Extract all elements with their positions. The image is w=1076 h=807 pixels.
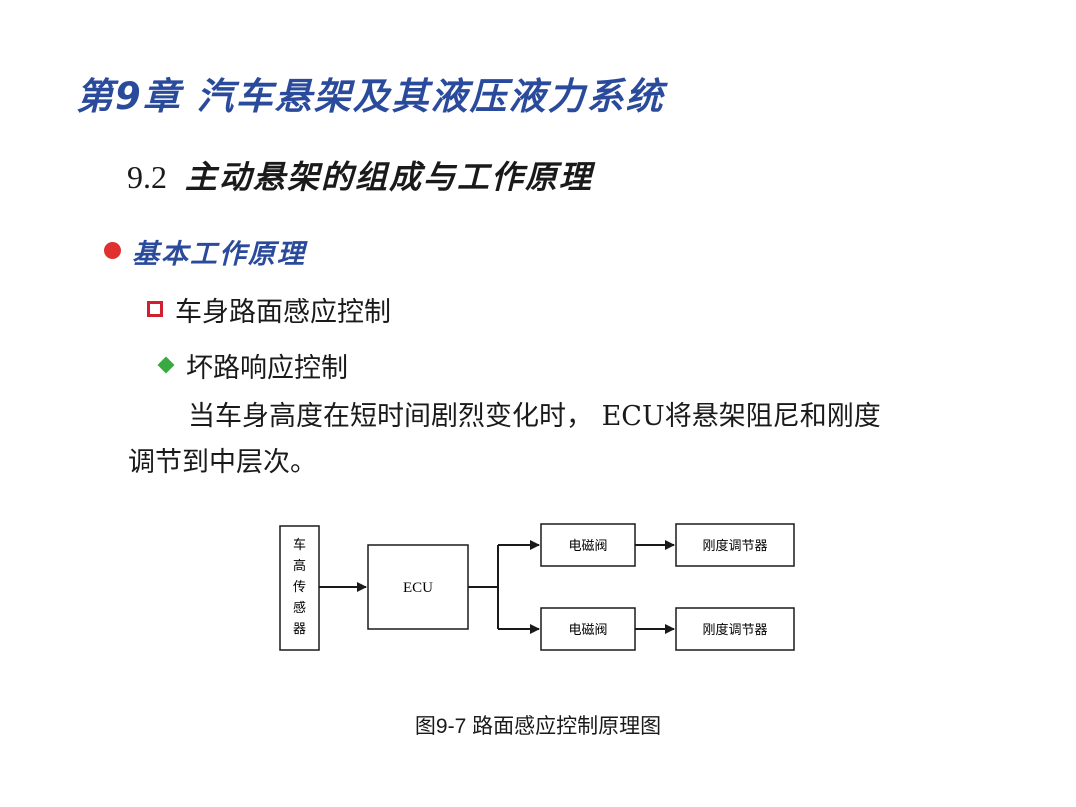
green-diamond-icon — [157, 356, 175, 374]
adjuster-box-top — [675, 523, 795, 567]
ecu-label: ECU — [403, 580, 433, 596]
sensor-char: 感 — [293, 600, 306, 616]
valve-box-top — [540, 523, 636, 567]
ecu-box — [367, 544, 469, 630]
paragraph-line-1: 当车身高度在短时间剧烈变化时， ECU将悬架阻尼和刚度 — [188, 401, 881, 432]
chapter-title: 第9章 汽车悬架及其液压液力系统 — [76, 75, 665, 118]
valve-label-bottom: 电磁阀 — [568, 623, 607, 638]
sub-item-label-bad-road: 坏路响应控制 — [186, 353, 348, 384]
adjuster-label-top: 刚度调节器 — [702, 538, 767, 554]
sensor-char: 传 — [293, 580, 306, 595]
section-title: 9.2 主动悬架的组成与工作原理 — [127, 152, 593, 198]
sensor-char: 车 — [293, 537, 306, 553]
red-dot-icon — [104, 242, 121, 259]
paragraph-line-2: 调节到中层次。 — [128, 447, 317, 478]
sensor-box — [279, 525, 320, 651]
control-block-diagram: 车 高 传 感 器 ECU 电磁阀 电磁阀 刚度调节器 刚度调节器 — [279, 523, 795, 651]
bullet-label: 基本工作原理 — [132, 239, 306, 270]
sub-item-label-road-sensing: 车身路面感应控制 — [175, 297, 391, 328]
figure-caption: 图9-7 路面感应控制原理图 — [414, 715, 662, 738]
adjuster-label-bottom: 刚度调节器 — [702, 622, 767, 638]
section-heading: 主动悬架的组成与工作原理 — [185, 158, 594, 196]
section-number: 9.2 — [127, 159, 167, 195]
red-square-icon — [147, 301, 163, 317]
valve-label-top: 电磁阀 — [568, 539, 607, 554]
sensor-char: 高 — [293, 558, 306, 574]
adjuster-box-bottom — [675, 607, 795, 651]
sensor-char: 器 — [293, 622, 306, 637]
